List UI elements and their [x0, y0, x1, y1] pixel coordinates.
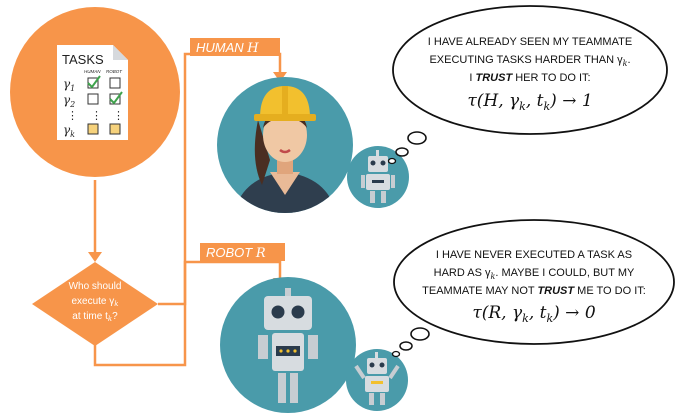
- col-human-label: HUMAN: [84, 69, 101, 74]
- checkbox-1-robot: [109, 77, 121, 89]
- checkbox-k-human: [87, 123, 99, 135]
- decision-diamond: [32, 262, 158, 346]
- robot-bubble-line-1: I HAVE NEVER EXECUTED A TASK AS: [436, 249, 632, 261]
- robot-label-box: [200, 243, 285, 261]
- arrow-head-to-decision: [88, 252, 102, 262]
- vdots-robot: ⋮: [113, 110, 124, 122]
- vdots-human: ⋮: [91, 110, 102, 122]
- tasks-title: TASKS: [62, 52, 104, 67]
- decision-line-2: execute γk: [71, 296, 118, 308]
- robot-thought-bubble: [391, 219, 675, 358]
- robot-label: ROBOT R: [206, 245, 266, 261]
- robot-illustration: [220, 277, 356, 413]
- human-worker-illustration: [217, 77, 353, 213]
- human-thought-bubble: [387, 5, 668, 165]
- decision-line-3: at time tk?: [72, 311, 118, 323]
- tasks-card: TASKS HUMAN ROBOT γ1 γ2 ⋮ ⋮ ⋮ γk: [57, 45, 128, 140]
- task-row-2-label: γ2: [63, 93, 75, 109]
- human-bubble-line-2: EXECUTING TASKS HARDER THAN γk.: [429, 54, 630, 68]
- check-icon: [109, 91, 123, 105]
- vdots-label: ⋮: [67, 110, 78, 122]
- human-label-box: [190, 38, 280, 56]
- col-robot-label: ROBOT: [106, 69, 123, 74]
- robot-trust-formula: τ(R, γk, tk) → 0: [472, 303, 595, 325]
- check-icon: [87, 75, 101, 89]
- decision-line-1: Who should: [69, 281, 122, 292]
- connector-decision-to-human: [158, 52, 282, 306]
- small-robot-bottom-illustration: [346, 349, 408, 411]
- checkbox-k-robot: [109, 123, 121, 135]
- checkbox-2-human: [87, 93, 99, 105]
- task-row-k-label: γk: [63, 123, 75, 139]
- connector-decision-to-robot: [93, 260, 282, 367]
- arrow-head-to-human: [273, 72, 287, 82]
- task-row-1-label: γ1: [63, 77, 75, 93]
- human-trust-formula: τ(H, γk, tk) → 1: [467, 91, 592, 113]
- robot-bubble-line-2: HARD AS γk. MAYBE I COULD, BUT MY: [434, 267, 635, 281]
- robot-bubble-line-3: TEAMMATE MAY NOT TRUST ME TO DO IT:: [422, 285, 646, 297]
- human-bubble-line-1: I HAVE ALREADY SEEN MY TEAMMATE: [428, 36, 632, 48]
- human-label: HUMAN H: [196, 40, 259, 56]
- human-bubble-line-3: I TRUST HER TO DO IT:: [469, 72, 590, 84]
- flow-connectors: [93, 52, 282, 367]
